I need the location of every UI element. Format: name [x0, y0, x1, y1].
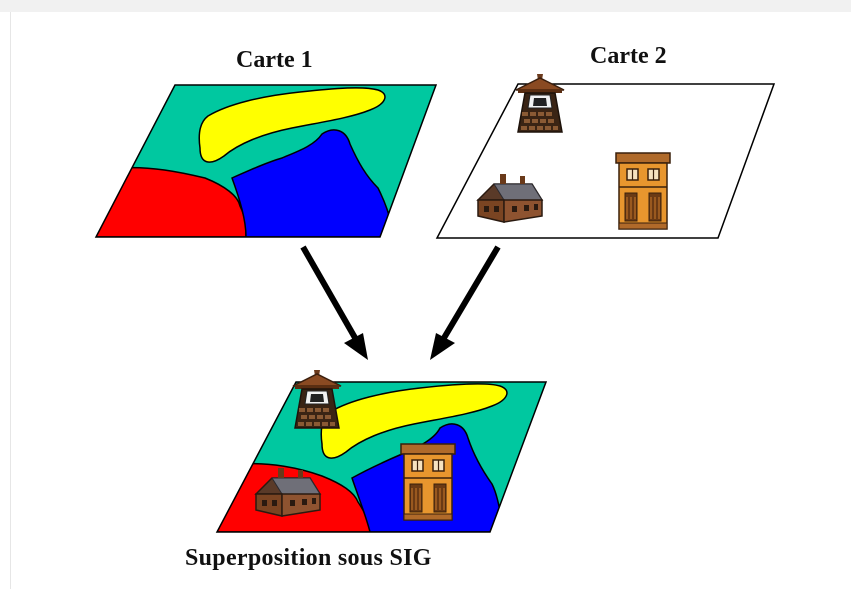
result-lighthouse-icon [292, 369, 342, 429]
map1-blue-zone [231, 129, 395, 237]
result-yellow-zone [320, 383, 508, 459]
lighthouse-icon [515, 73, 565, 133]
map1-label: Carte 1 [236, 47, 313, 73]
map2-layer [435, 73, 776, 239]
result-label: Superposition sous SIG [185, 545, 432, 571]
arrows [300, 245, 501, 360]
result-map-layer [215, 369, 548, 533]
arrow-head-right [430, 333, 455, 360]
result-outline [215, 381, 548, 533]
map1-yellow-zone [198, 87, 386, 163]
map2-label: Carte 2 [590, 43, 667, 69]
arrow-map1-to-result [300, 245, 361, 345]
result-apartment-building-icon [400, 443, 456, 521]
map1-layer [94, 84, 438, 238]
left-border [10, 12, 11, 589]
map1-outline [94, 84, 438, 238]
apartment-building-icon [615, 152, 671, 230]
arrow-head-left [344, 333, 368, 360]
top-bar [0, 0, 851, 12]
arrow-map2-to-result [438, 245, 501, 345]
